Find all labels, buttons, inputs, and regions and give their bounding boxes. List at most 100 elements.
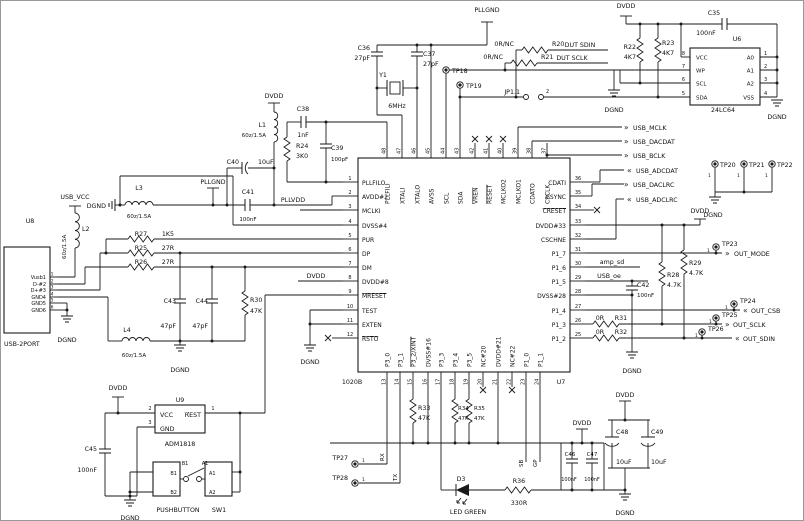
junction-dot [308,322,312,326]
u7-pin-name: SCL [444,192,451,204]
junction-dot [324,180,328,184]
u7-pin-name: DVDD#8 [362,279,389,286]
u8-pin-number: 2 [51,279,54,285]
c36-ref: C36 [358,45,370,52]
u7-ref-lbl: U7 [557,379,566,386]
junction-dot [638,22,642,26]
u6-ref-lbl: U6 [733,36,742,43]
dvdd-p8: DVDD [307,273,326,280]
sw-a1: A1 [202,461,209,467]
r30-ref: R30 [250,297,262,304]
c46-ref: C46 [565,452,576,458]
l4-ref: L4 [123,327,131,334]
junction-dot [570,488,574,492]
chev-osclk: » [725,320,730,329]
r34-ref: R34 [458,406,469,412]
resistor-r27 [127,235,155,243]
c42-val: 100nF [637,293,654,299]
chev-adcdat: « [627,166,632,175]
u6-pin-name: SCL [696,82,707,88]
u7-pin-number: 29 [575,275,581,281]
usb-daclrc: USB_DACLRC [633,182,675,189]
resistor-r21 [510,59,538,67]
tp26-center [700,330,704,334]
u7-pin-number: 35 [575,190,581,196]
u7-pin-name: MRESET [362,293,387,300]
capacitor-curved-plate [604,442,620,447]
capacitor-curved-plate [244,161,249,175]
u7-pin-name: CRESET [543,208,567,215]
r23-val: 4K7 [662,50,674,57]
u6-body [689,47,761,106]
u7-pin-name: DVSS#28 [537,293,566,300]
dvdd-33: DVDD [691,208,710,215]
junction-dot [775,55,779,59]
junction-dot [65,308,69,312]
junction-dot [238,470,242,474]
c48-val: 10uF [616,459,632,466]
u7-pin-number: 43 [455,148,461,154]
c40-ref: C40 [227,159,239,166]
u6-pin-name: WP [696,69,705,75]
u8-pin-name: GND6 [31,308,46,314]
junction-dot [732,308,736,312]
junction-dot [210,265,214,269]
dvdd-ee: DVDD [617,3,636,10]
jp1-pin2 [538,94,544,100]
usb-mclk: USB_MCLK [633,125,667,132]
dvdd-l1: DVDD [265,93,284,100]
c35-ref: C35 [708,10,720,17]
u7-pin-number: 10 [347,304,353,310]
u8-ref-lbl: U8 [26,218,35,225]
u7-pin-name: MCLKO2 [501,179,508,204]
u7-pin-number: 11 [347,318,353,324]
u7-pin-number: 44 [441,148,447,154]
dgnd-c48: DGND [615,510,634,517]
tx-lbl: TX [393,474,399,482]
u6-pin-name: SDA [696,96,708,102]
usb-bclk: USB_BCLK [633,153,666,160]
r27-val: 1K5 [162,231,174,238]
junction-dot [426,441,430,445]
no-connect-x [479,386,487,394]
tp21-center [742,162,746,166]
c44-val: 47pF [192,323,208,330]
u7-body [357,157,571,373]
tp18-lbl: TP18 [451,68,468,75]
r31-ref: R31 [615,315,627,322]
tp23-1: 1 [707,248,710,254]
r20-ref: R20 [552,41,564,48]
usb-vcc: USB_VCC [60,194,90,201]
c43-val: 47pF [160,323,176,330]
u7-pin-number: 41 [484,148,490,154]
y1-ref: Y1 [378,72,387,79]
r20-pre: 0R/NC [494,41,514,48]
u7-pin-number: 16 [423,379,429,385]
usb-adcdat: USB_ADCDAT [636,168,678,175]
c35-val: 100nF [696,30,716,37]
c36-val: 27pF [354,55,370,62]
no-connect-x [499,135,507,143]
swb-b2: B2 [170,490,177,496]
r33-val: 47K [418,415,431,422]
tp24-center [732,302,736,306]
y1-val: 6MHz [388,103,406,110]
junction-dot [467,441,471,445]
u7-pin-number: 27 [575,304,581,310]
junction-dot [272,166,276,170]
u7-pin-name: P3_5 [467,353,474,367]
u7-pin-number: 19 [464,379,470,385]
tp25-1: 1 [709,319,712,325]
u7-pin-name: PUR [362,237,374,244]
dgnd-pb: DGND [120,515,139,521]
usb-dacdat: USB_DACDAT [633,139,675,146]
u8-pin-name: D-#2 [33,282,46,288]
switch-contact [183,476,189,482]
u9-ref-lbl: U9 [176,397,185,404]
adm-part: ADM1818 [165,441,196,448]
dut-sclk: DUT SCLK [556,55,588,62]
u7-pin-number: 32 [575,233,581,239]
u6-pin-number: 5 [682,91,685,97]
u7-pin-number: 31 [575,247,581,253]
u9-body [154,404,206,434]
